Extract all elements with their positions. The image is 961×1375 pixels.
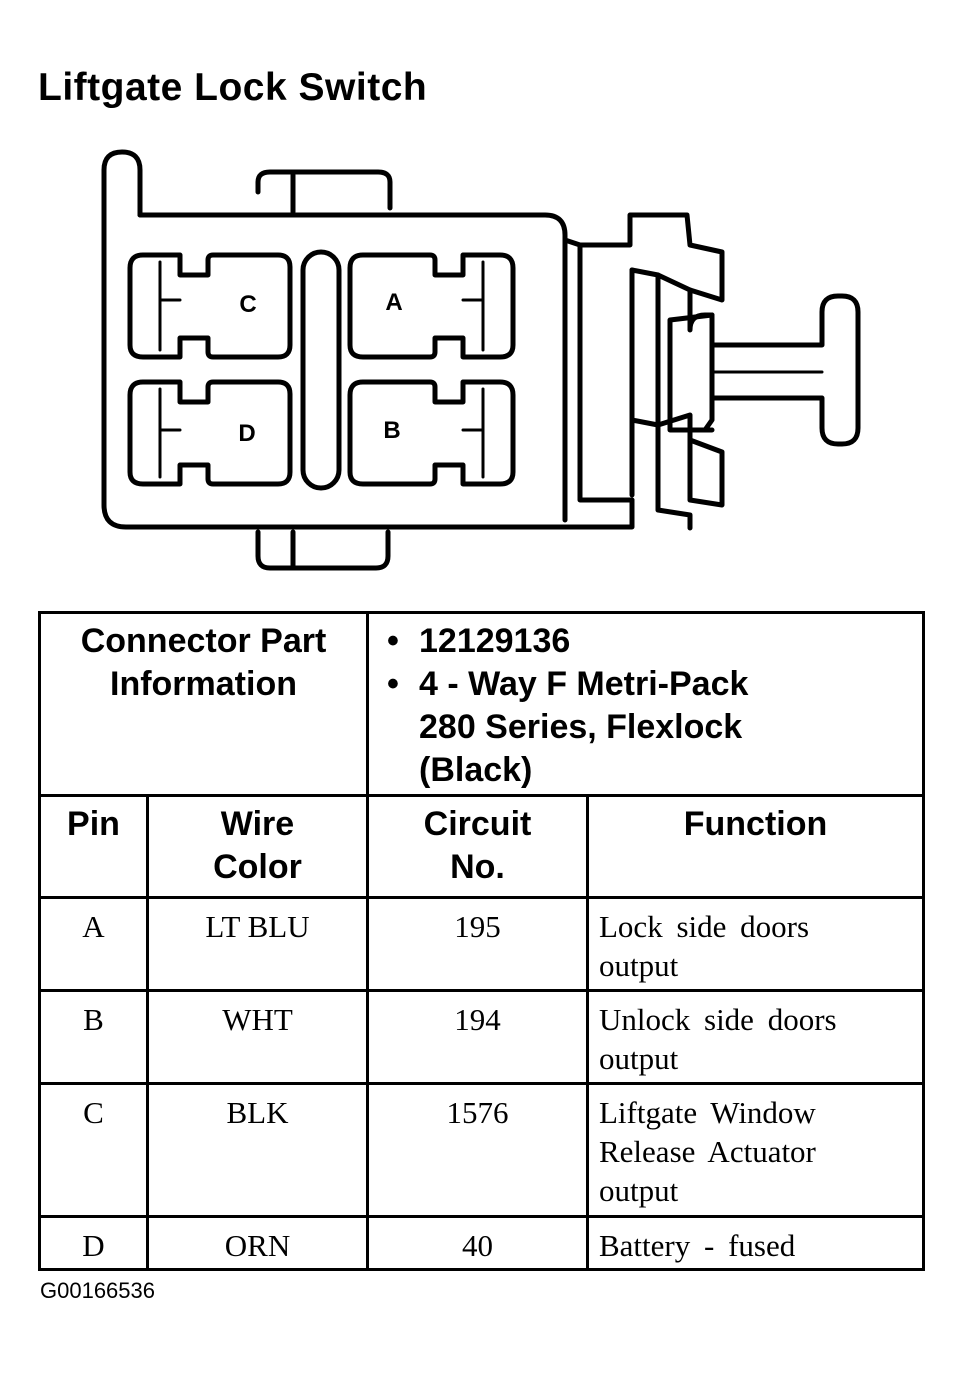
header-function: Function bbox=[586, 794, 925, 899]
function-cell: Liftgate Window Release Actuator output bbox=[586, 1082, 925, 1218]
part-info-value: •12129136 •4 - Way F Metri-Pack 280 Seri… bbox=[366, 611, 925, 797]
flexlock-slider bbox=[667, 312, 715, 433]
pin-label-d: D bbox=[238, 420, 255, 447]
table-row: D ORN 40 Battery - fused bbox=[38, 1215, 925, 1271]
pin-cell: C bbox=[38, 1082, 149, 1218]
cavity-b bbox=[347, 379, 516, 487]
wire-color-cell: LT BLU bbox=[146, 896, 369, 992]
part-description: 4 - Way F Metri-Pack bbox=[419, 665, 749, 703]
pin-cell: B bbox=[38, 989, 149, 1085]
bottom-latch-tab bbox=[255, 529, 391, 571]
part-number: 12129136 bbox=[419, 622, 571, 660]
function-cell: Unlock side doors output bbox=[586, 989, 925, 1085]
top-latch-tab bbox=[255, 169, 393, 211]
diagram-title: Liftgate Lock Switch bbox=[38, 66, 428, 109]
column-header-row: Pin Wire Color Circuit No. Function bbox=[38, 794, 925, 899]
circuit-cell: 40 bbox=[366, 1215, 589, 1271]
bullet: • bbox=[387, 665, 399, 703]
connector-info-table: Connector Part Information • 12129136 • 4 … bbox=[38, 611, 925, 1271]
cavity-c bbox=[127, 252, 293, 360]
function-cell: Battery - fused bbox=[586, 1215, 925, 1271]
lock-lever bbox=[562, 212, 725, 308]
bullet: • bbox=[387, 622, 399, 660]
connector-housing-outline bbox=[101, 149, 635, 530]
function-cell: Lock side doors output bbox=[586, 896, 925, 992]
circuit-cell: 1576 bbox=[366, 1082, 589, 1218]
header-circuit-no: Circuit No. bbox=[366, 794, 589, 899]
pin-cell: A bbox=[38, 896, 149, 992]
circuit-cell: 195 bbox=[366, 896, 589, 992]
header-wire-color: Wire Color bbox=[146, 794, 369, 899]
part-info-row: Connector Part Information • 12129136 • 4 … bbox=[38, 611, 925, 797]
header-pin: Pin bbox=[38, 794, 149, 899]
table-row: A LT BLU 195 Lock side doors output bbox=[38, 896, 925, 992]
pin-label-c: C bbox=[239, 291, 256, 318]
wire-color-cell: BLK bbox=[146, 1082, 369, 1218]
part-info-label: Connector Part Information bbox=[38, 611, 369, 797]
cavity-divider bbox=[300, 249, 342, 491]
table-row: C BLK 1576 Liftgate Window Release Actua… bbox=[38, 1082, 925, 1218]
pin-label-b: B bbox=[383, 417, 400, 444]
pin-label-a: A bbox=[385, 289, 402, 316]
table-row: B WHT 194 Unlock side doors output bbox=[38, 989, 925, 1085]
circuit-cell: 194 bbox=[366, 989, 589, 1085]
wire-color-cell: WHT bbox=[146, 989, 369, 1085]
connector-diagram: C A D B bbox=[0, 0, 961, 600]
pin-cell: D bbox=[38, 1215, 149, 1271]
cavity-a bbox=[347, 252, 516, 360]
cavity-d bbox=[127, 379, 293, 487]
figure-id: G00166536 bbox=[40, 1278, 155, 1303]
wire-color-cell: ORN bbox=[146, 1215, 369, 1271]
